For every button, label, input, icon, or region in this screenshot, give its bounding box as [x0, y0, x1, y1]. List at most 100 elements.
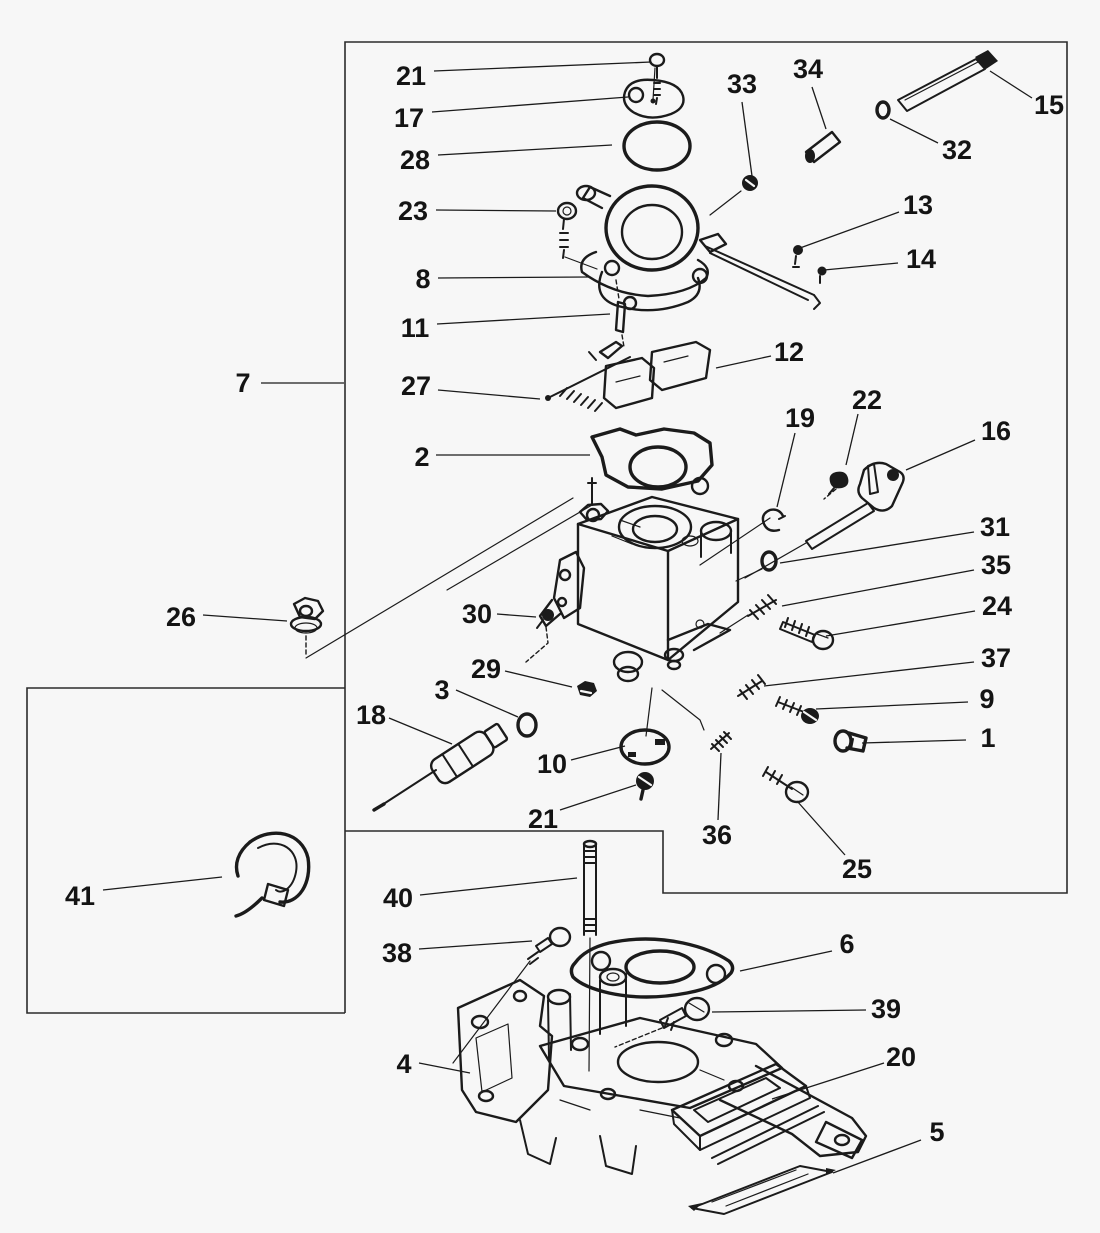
callout-leader-3-28 [455, 689, 519, 718]
throttle-body-drawing [575, 184, 821, 312]
washer-31-assembly-line [735, 568, 763, 582]
bowl-gasket-drawing [590, 427, 714, 496]
callout-leader-6-37 [739, 950, 833, 972]
diaphragm-10-assembly-line [645, 687, 653, 737]
manifold-gasket-drawing [569, 937, 735, 999]
carburetor-body-drawing [538, 477, 740, 683]
float-spring-drawing [545, 356, 631, 412]
callout-label-21-31: 21 [528, 804, 558, 834]
callout-leader-16-18 [905, 439, 976, 471]
callout-leader-22-17 [845, 413, 859, 466]
callout-label-4-40: 4 [396, 1049, 411, 1079]
choke-rod-drawing [897, 50, 998, 112]
callout-label-28-2: 28 [400, 145, 430, 175]
carburetor-assembly-border [344, 41, 1068, 894]
bolt-24-drawing [779, 617, 835, 651]
callout-leader-14-14 [823, 262, 899, 271]
callout-leader-1-24 [861, 739, 967, 744]
callout-label-20-39: 20 [886, 1042, 916, 1072]
callout-label-26-25: 26 [166, 602, 196, 632]
rod-washer-drawing [875, 100, 891, 120]
callout-label-13-13: 13 [903, 190, 933, 220]
callout-leader-17-1 [431, 96, 629, 113]
callout-label-23-3: 23 [398, 196, 428, 226]
callout-leader-9-23 [815, 701, 969, 710]
callout-label-21-0: 21 [396, 61, 426, 91]
callout-label-18-29: 18 [356, 700, 386, 730]
callout-label-1-24: 1 [980, 723, 995, 753]
cable-tie-drawing [234, 831, 311, 918]
group-borders [26, 41, 1068, 1014]
callout-label-37-22: 37 [981, 643, 1011, 673]
callout-leader-23-3 [435, 209, 557, 212]
callout-label-30-26: 30 [462, 599, 492, 629]
callout-leader-41-34 [102, 876, 223, 891]
callout-label-22-17: 22 [852, 385, 882, 415]
spring-36-drawing [710, 731, 732, 752]
callout-label-40-35: 40 [383, 883, 413, 913]
callout-label-2-8: 2 [414, 442, 429, 472]
callout-label-32-12: 32 [942, 135, 972, 165]
callout-label-7-6: 7 [235, 368, 250, 398]
callout-leader-19-16 [776, 432, 796, 508]
callout-leader-21-31 [559, 784, 637, 811]
cable-tie-box-border [26, 687, 345, 1014]
spring-35-assembly-line [719, 614, 749, 634]
callout-leaders [102, 61, 1033, 1174]
manifold-screw-drawing [452, 926, 572, 1064]
diaphragm-screw-drawing [636, 772, 654, 801]
callout-label-10-30: 10 [537, 749, 567, 779]
linkage-screw-13-drawing [792, 245, 803, 268]
callout-label-39-38: 39 [871, 994, 901, 1024]
spacer-drawing [670, 1062, 825, 1165]
diaphragm-drawing [619, 728, 671, 766]
solenoid-o-ring-drawing [516, 712, 538, 738]
callout-label-3-28: 3 [434, 675, 449, 705]
callout-leader-35-20 [781, 569, 975, 607]
callout-leader-5-41 [832, 1139, 922, 1174]
screw-9-drawing [775, 696, 819, 724]
e-clip-drawing [761, 508, 786, 532]
spring-37-drawing [737, 674, 766, 700]
callout-leader-20-39 [771, 1062, 885, 1100]
callout-label-35-20: 35 [981, 550, 1011, 580]
stud-drawing [582, 839, 598, 1072]
callout-label-38-36: 38 [382, 938, 412, 968]
callout-leader-28-2 [437, 144, 613, 156]
callout-label-29-27: 29 [471, 654, 501, 684]
float-pin-drawing [614, 279, 627, 348]
callout-leader-38-36 [418, 940, 533, 950]
screw-25-drawing [762, 766, 810, 804]
base-gasket-drawing [688, 1165, 836, 1215]
callout-leader-15-11 [989, 70, 1033, 99]
fuel-solenoid-drawing [372, 722, 509, 812]
callout-label-9-23: 9 [979, 684, 994, 714]
callout-leader-18-29 [388, 717, 453, 745]
dowel-pin-drawing [804, 130, 842, 164]
main-jet-drawing [833, 729, 868, 753]
pump-cover-screw-drawing [648, 52, 666, 105]
callout-leader-30-26 [496, 613, 537, 618]
callout-leader-24-21 [825, 610, 976, 637]
choke-screw-drawing [823, 471, 849, 500]
artwork [234, 50, 998, 1215]
callout-label-36-32: 36 [702, 820, 732, 850]
callout-leader-26-25 [202, 614, 288, 622]
callout-label-34-10: 34 [793, 54, 823, 84]
linkage-screw-14-drawing [817, 266, 827, 284]
callout-leader-21-0 [433, 61, 652, 72]
callout-label-14-14: 14 [906, 244, 936, 274]
callout-leader-40-35 [419, 877, 578, 896]
nut-29-drawing [577, 681, 597, 697]
callout-label-25-33: 25 [842, 854, 872, 884]
callout-leader-31-19 [779, 531, 975, 564]
plug-drawing [709, 175, 758, 216]
callout-leader-29-27 [504, 670, 573, 688]
o-ring-drawing [622, 120, 692, 172]
pump-cover-drawing [622, 67, 685, 119]
callout-leader-4-40 [418, 1062, 471, 1074]
idle-screw-drawing [525, 609, 554, 663]
callout-label-33-9: 33 [727, 69, 757, 99]
callout-leader-8-4 [437, 276, 589, 279]
